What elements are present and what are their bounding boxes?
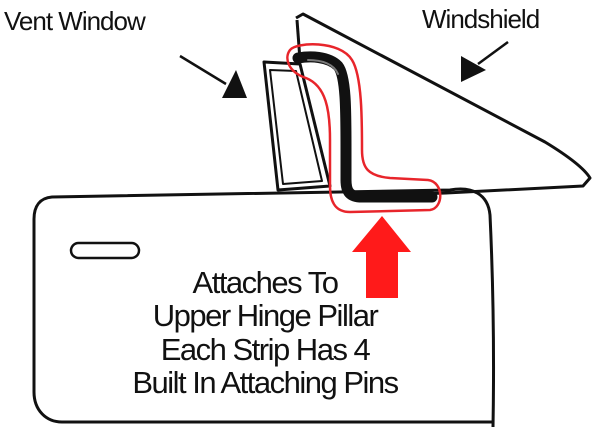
vent-window-label: Vent Window — [4, 6, 146, 36]
vent-window-leader — [179, 54, 227, 86]
windshield-arrowhead — [461, 56, 486, 82]
red-pointer-arrow — [352, 216, 411, 298]
caption-line: Attaches To — [192, 265, 339, 300]
windshield-label: Windshield — [422, 4, 540, 34]
caption-line: Upper Hinge Pillar — [152, 298, 379, 334]
windshield-leader — [477, 40, 509, 66]
weatherstrip — [292, 51, 438, 203]
door-handle-slot — [69, 241, 141, 260]
weatherstrip-highlight — [286, 43, 442, 214]
door-outline — [32, 187, 496, 427]
caption-line: Each Strip Has 4 — [160, 331, 371, 367]
windshield-outline — [295, 12, 592, 198]
vent-window-arrowhead — [222, 70, 247, 98]
caption-line: Built In Attaching Pins — [132, 365, 399, 401]
weatherstrip-sheen — [307, 59, 339, 75]
instruction-caption: Attaches To Upper Hinge Pillar Each Stri… — [60, 266, 470, 400]
vent-window-glass — [269, 69, 323, 185]
